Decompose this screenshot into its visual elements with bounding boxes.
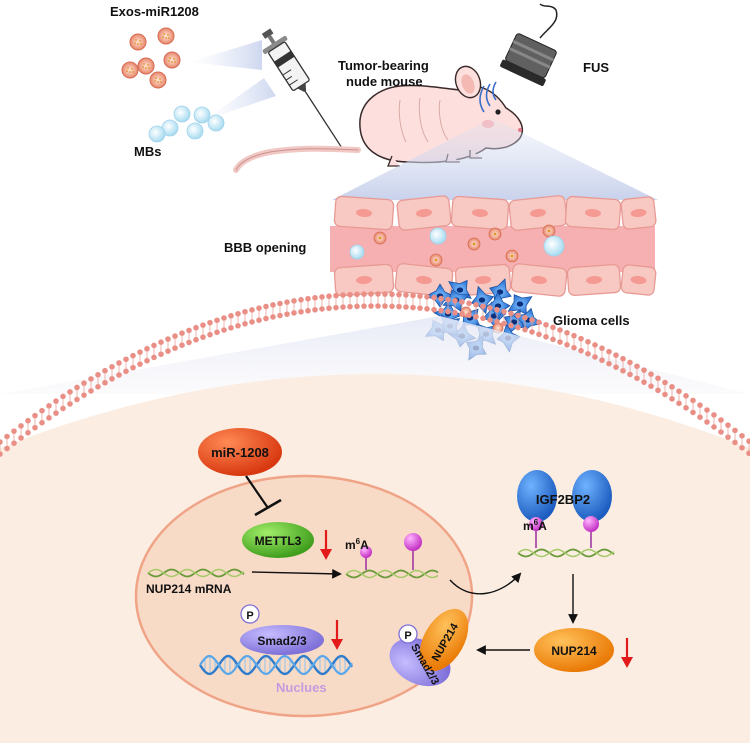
- inhibition-line: [245, 475, 269, 509]
- igf2bp2-mrna-icon: [517, 548, 615, 558]
- mbs-label: MBs: [134, 144, 161, 159]
- mettl3-down-arrow-icon: [320, 530, 332, 560]
- nup214-mrna-label: NUP214 mRNA: [146, 582, 232, 596]
- fus-transducer-icon: [479, 3, 558, 113]
- complex-p-label: P: [404, 630, 411, 642]
- phospho-label: P: [246, 610, 253, 622]
- focus-fan: [332, 118, 658, 200]
- nup214-mrna-icon: [147, 568, 245, 578]
- m6a-mrna-icon: [345, 569, 439, 579]
- mouse-tail: [233, 145, 361, 173]
- m6a-mark-2: [404, 533, 422, 570]
- m6a-mark-1: [360, 546, 372, 570]
- zoom-fan: [0, 316, 750, 394]
- exosome-cluster: [121, 27, 181, 89]
- exos-beam: [190, 40, 262, 70]
- smad-node: [240, 625, 324, 655]
- nup214-protein-label: NUP214: [551, 644, 597, 658]
- nup214-down-arrow-icon: [621, 638, 633, 668]
- mbs-beam: [205, 78, 276, 120]
- dna-icon: [199, 654, 353, 676]
- nup214-protein-node: [534, 628, 614, 672]
- nucleus: [134, 474, 474, 718]
- igf2bp2-complex: [517, 470, 612, 548]
- fus-label: FUS: [583, 60, 609, 75]
- igf2bp2-label: IGF2BP2: [536, 492, 590, 507]
- phospho-circle: [240, 604, 260, 624]
- smad-nup214-complex: [389, 608, 469, 687]
- cell-membrane: [0, 291, 750, 457]
- mouse-label-line1: Tumor-bearing: [338, 58, 429, 73]
- mettl3-node: [242, 522, 314, 558]
- arrow-to-m6a: [251, 568, 342, 579]
- m6a-label-2: m6A: [523, 518, 547, 533]
- syringe-icon: [261, 28, 343, 149]
- glioma-label: Glioma cells: [553, 313, 630, 328]
- bbb-label: BBB opening: [224, 240, 306, 255]
- exos-label: Exos-miR1208: [110, 4, 199, 19]
- mettl3-label: METTL3: [255, 534, 302, 548]
- smad-label: Smad2/3: [257, 634, 307, 648]
- arrow-to-igf2bp2: [449, 572, 522, 595]
- m6a-label-1: m6A: [345, 537, 369, 552]
- nucleus-label: Nuclues: [276, 680, 327, 695]
- microbubble-cluster: [148, 105, 225, 143]
- mir-1208-node: [198, 428, 282, 476]
- mouse-label-line2: nude mouse: [346, 74, 423, 89]
- mir-1208-label: miR-1208: [211, 445, 269, 460]
- smad-down-arrow-icon: [331, 620, 343, 650]
- blood-vessel: [330, 195, 657, 297]
